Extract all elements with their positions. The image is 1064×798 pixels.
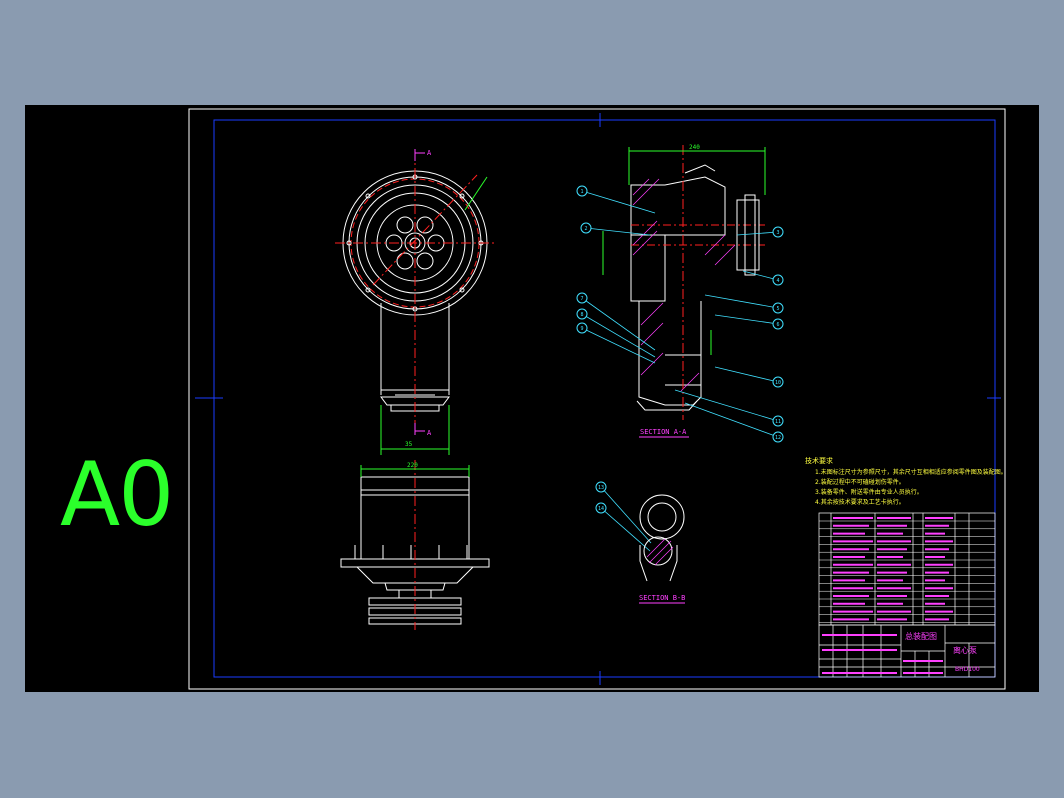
drawing-canvas[interactable]: A A 35: [25, 105, 1039, 692]
balloon-leader: [581, 313, 656, 358]
balloon-circle: [576, 292, 588, 304]
section-aa-dims: [602, 147, 766, 355]
sheet-frame: [188, 108, 1006, 690]
balloon-leader: [714, 366, 779, 383]
drawing-border: [213, 119, 996, 678]
balloon-number: 13: [598, 485, 604, 491]
balloon-circle: [772, 318, 784, 330]
balloon-leader: [581, 327, 656, 364]
balloon-leader: [600, 507, 651, 552]
balloon-number: 10: [775, 380, 781, 386]
balloon-number: 14: [598, 506, 604, 512]
part-name: 离心泵: [953, 645, 977, 655]
tech-req-item-2: 2.装配过程中不可磕碰划伤零件。: [815, 478, 905, 486]
dim-outlet: 35: [405, 441, 413, 448]
balloon-leader: [684, 402, 779, 438]
balloon-number: 8: [580, 312, 583, 318]
section-bb-title: SECTION B-B: [639, 594, 685, 602]
drawing-title: 总装配图: [905, 631, 937, 641]
balloon-leader: [704, 294, 779, 309]
balloon-number: 7: [580, 296, 583, 302]
section-bb-hatch: [646, 538, 674, 566]
tech-req-item-1: 1.未图标注尺寸为参照尺寸，其余尺寸互相相适应参阅零件图及装配图。: [815, 468, 1007, 476]
section-aa-view: [630, 164, 765, 411]
balloon-circle: [772, 274, 784, 286]
balloon-circle: [772, 226, 784, 238]
balloon-number: 9: [580, 326, 583, 332]
sheet-size-label: A0: [60, 443, 174, 546]
side-dimension-lines: [360, 465, 470, 477]
drawing-number: BHD100: [955, 666, 980, 673]
balloon-circle: [772, 431, 784, 443]
balloon-circle: [576, 185, 588, 197]
balloon-circle: [772, 415, 784, 427]
front-dimension-lines: [380, 176, 488, 455]
balloon-number: 11: [775, 419, 781, 425]
cad-drawing: A A 35: [188, 108, 1007, 690]
balloon-circle: [595, 481, 607, 493]
bom-table: [818, 512, 996, 626]
title-block: [818, 624, 996, 678]
cut-arrow-a-bottom: [414, 423, 425, 435]
section-aa-title: SECTION A-A: [640, 428, 687, 436]
tech-req-heading: 技术要求: [805, 456, 833, 465]
balloon-number: 1: [580, 189, 583, 195]
balloon-number: 12: [775, 435, 781, 441]
balloon-leader: [714, 314, 779, 325]
balloon-leader: [674, 389, 779, 422]
balloon-leader: [742, 270, 779, 281]
dim-side-width: 220: [407, 462, 418, 469]
section-bb-view: [639, 494, 685, 582]
balloon-number: 2: [584, 226, 587, 232]
balloon-number: 5: [776, 306, 779, 312]
balloon-leader: [736, 231, 779, 236]
balloon-circle: [576, 308, 588, 320]
balloon-leader: [581, 297, 656, 351]
balloon-circle: [595, 502, 607, 514]
balloon-leader: [585, 227, 651, 236]
cut-label-a-bottom: A: [427, 429, 432, 437]
bom-rows: [819, 517, 995, 623]
balloon-number: 4: [776, 278, 779, 284]
balloon-leader: [600, 486, 652, 544]
title-block-fill-marks: [822, 634, 943, 674]
balloon-number: 3: [776, 230, 779, 236]
balloon-circle: [576, 322, 588, 334]
tech-req-item-3: 3.装备零件、附送零件由专业人员执行。: [815, 488, 923, 496]
front-centerline-diag: [372, 174, 478, 286]
section-aa-hatch: [632, 178, 736, 392]
dim-section-width: 240: [689, 144, 700, 151]
balloon-circle: [772, 376, 784, 388]
cut-arrow-a-top: [414, 149, 425, 161]
cut-label-a-top: A: [427, 149, 432, 157]
balloon-circle: [772, 302, 784, 314]
balloon-number: 6: [776, 322, 779, 328]
tech-req-item-4: 4.其余按技术要求及工艺卡执行。: [815, 498, 905, 506]
balloon-circle: [580, 222, 592, 234]
balloon-leader: [581, 190, 656, 214]
